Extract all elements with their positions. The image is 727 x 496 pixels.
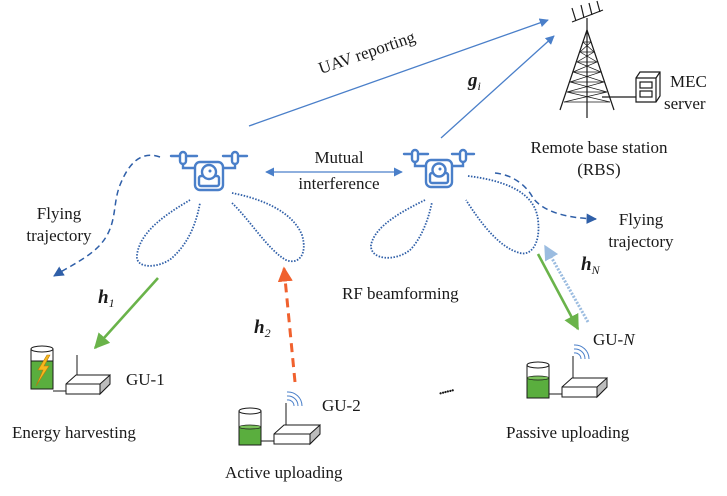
hN-subscript: N (591, 263, 600, 277)
rbs-label-line2: (RBS) (577, 160, 621, 179)
gu2-mode-label: Active uploading (225, 463, 343, 482)
mec-server-label-line1: MEC (670, 72, 707, 91)
h1-link (93, 277, 159, 350)
left-trajectory-label-line2: trajectory (26, 226, 92, 245)
h2-subscript: 2 (264, 326, 271, 340)
mec-server-label-line2: server (664, 94, 706, 113)
g-i-link (440, 35, 555, 139)
h1-label: h1 (98, 288, 115, 313)
guN-label-index: N (623, 330, 635, 349)
right-uav-beam-lobe-2 (465, 175, 540, 255)
left-uav-beam-lobe-2 (231, 192, 305, 263)
h1-subscript: 1 (108, 296, 115, 310)
left-flying-trajectory (53, 154, 161, 277)
mutual-interference-label-line1: Mutual (314, 148, 364, 167)
guN-label-prefix: GU- (593, 330, 624, 349)
gu1-device-icon (30, 345, 111, 396)
guN-wifi-icon (573, 344, 590, 360)
lightning-bolt-icon (35, 354, 51, 387)
h2-symbol: h (254, 317, 265, 338)
rf-beamforming-label: RF beamforming (342, 284, 459, 303)
left-trajectory-label-line1: Flying (36, 204, 82, 223)
gu1-battery-icon (30, 345, 54, 390)
g-i-label: gi (468, 71, 481, 96)
h2-link (277, 266, 297, 383)
guN-mode-label: Passive uploading (506, 423, 630, 442)
hN-backscatter-link (543, 244, 590, 323)
uav-left-icon (169, 150, 249, 192)
hN-link (536, 253, 580, 331)
uav-reporting-link (248, 18, 549, 127)
gu1-label: GU-1 (126, 370, 165, 389)
g-i-subscript: i (477, 79, 481, 93)
right-uav-beam-lobe-1 (370, 199, 433, 259)
gu2-label: GU-2 (322, 396, 361, 415)
right-trajectory-label-line1: Flying (618, 210, 664, 229)
uav-right-icon (402, 148, 476, 189)
mec-server-icon (635, 71, 661, 103)
gu1-mode-label: Energy harvesting (12, 423, 136, 442)
guN-label: GU-N (593, 330, 635, 350)
hN-symbol: h (581, 254, 592, 275)
hN-label: hN (581, 255, 600, 280)
left-uav-beam-lobe-1 (136, 199, 201, 267)
g-i-symbol: g (468, 70, 478, 91)
right-trajectory-label-line2: trajectory (608, 232, 674, 251)
gu2-wifi-icon (286, 391, 303, 407)
rbs-label-line1: Remote base station (530, 138, 668, 157)
rbs-tower-icon (559, 0, 636, 118)
right-flying-trajectory (494, 172, 598, 224)
mutual-interference-label-line2: interference (298, 174, 380, 193)
h1-symbol: h (98, 287, 109, 308)
h2-label: h2 (254, 318, 271, 343)
gu2-device-icon (238, 391, 321, 446)
guN-device-icon (526, 344, 608, 399)
